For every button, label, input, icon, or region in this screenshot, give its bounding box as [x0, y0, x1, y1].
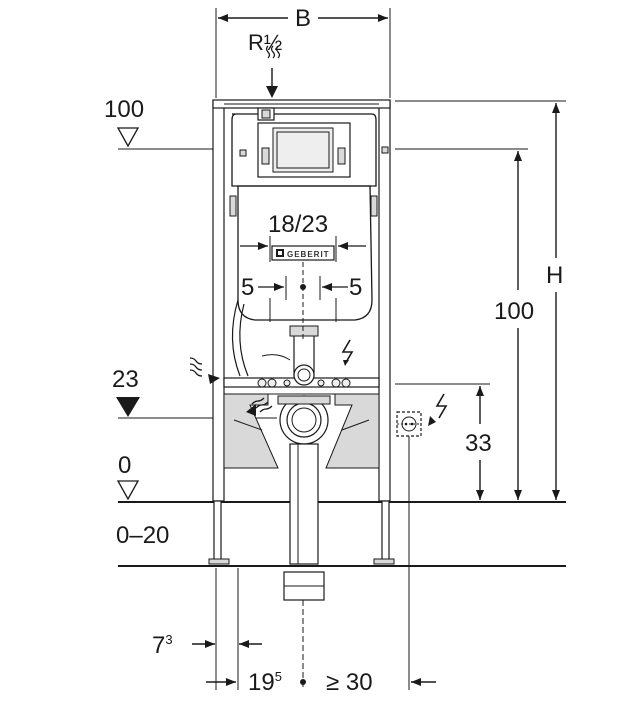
svg-text:GEBERIT: GEBERIT — [287, 250, 330, 259]
svg-text:195: 195 — [248, 669, 282, 696]
dimension-height-33: 33 — [465, 386, 492, 500]
svg-text:H: H — [546, 262, 563, 289]
svg-text:33: 33 — [465, 430, 492, 457]
dimension-flush-width: 18/23 — [240, 211, 366, 262]
electric-icon — [341, 339, 354, 366]
floor-lines — [118, 501, 566, 567]
level-marker-0: 0 — [116, 452, 140, 501]
floor-range-label: 0–20 — [116, 522, 169, 549]
water-supply-icon — [246, 397, 273, 416]
svg-text:100: 100 — [104, 96, 144, 123]
dimension-height-100: 100 — [494, 151, 534, 500]
level-marker-23: 23 — [112, 366, 140, 417]
dimension-offsets: 5 5 — [241, 262, 362, 340]
svg-text:5: 5 — [349, 274, 362, 301]
svg-text:18/23: 18/23 — [268, 211, 328, 238]
reference-lines — [118, 8, 566, 690]
level-marker-100: 100 — [104, 96, 144, 148]
installation-frame — [208, 99, 395, 601]
dimension-axis-depth: 195 ≥ 30 — [206, 669, 436, 696]
water-supply-icon — [265, 45, 281, 98]
brand-logo: GEBERIT — [271, 245, 335, 261]
dimension-width: B R½ — [218, 5, 388, 55]
water-supply-icon — [189, 357, 220, 384]
svg-text:5: 5 — [241, 274, 254, 301]
svg-text:100: 100 — [494, 298, 534, 325]
svg-text:≥ 30: ≥ 30 — [326, 669, 373, 696]
svg-text:73: 73 — [152, 632, 173, 659]
svg-text:23: 23 — [112, 366, 139, 393]
svg-text:B: B — [295, 5, 311, 32]
svg-text:0: 0 — [118, 452, 131, 479]
svg-text:R½: R½ — [248, 30, 282, 55]
electric-icon — [428, 393, 448, 426]
electrical-socket-icon — [396, 411, 422, 437]
dimension-height: H — [546, 103, 563, 500]
dimension-base-depth: 73 — [152, 632, 262, 659]
